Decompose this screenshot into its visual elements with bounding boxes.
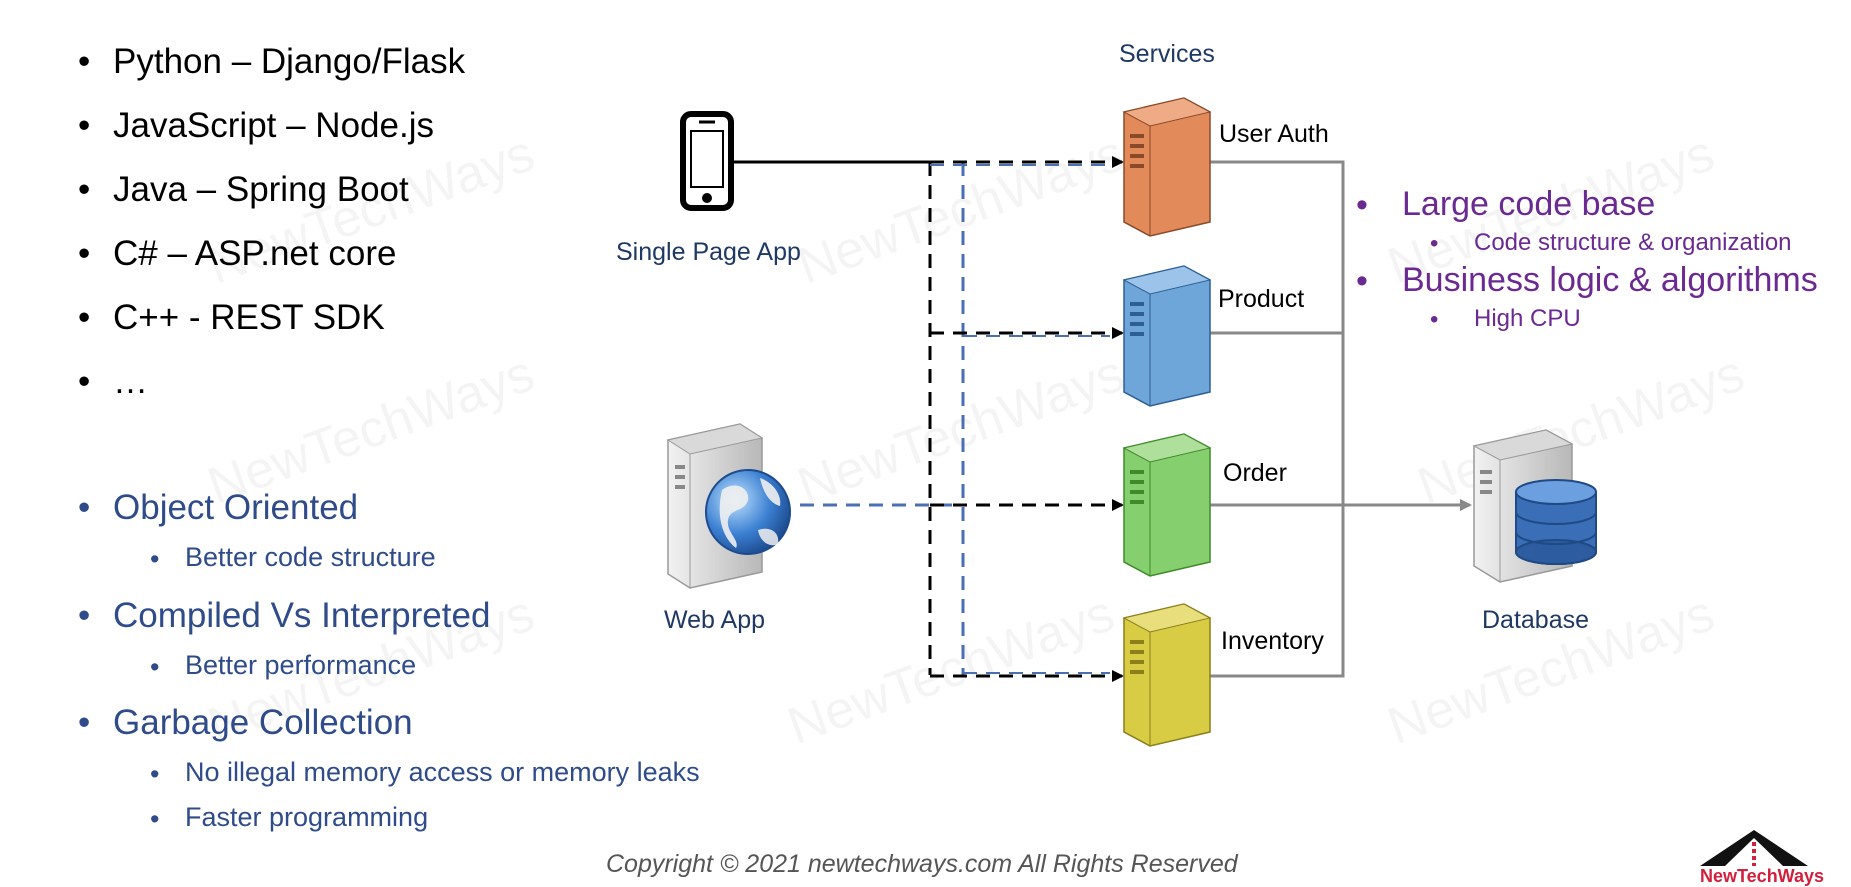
server-inventory-icon: [1122, 603, 1212, 747]
logo-text: NewTechWays: [1700, 866, 1825, 886]
bullet: •: [78, 596, 91, 635]
sub-bullet: •: [1430, 306, 1439, 333]
concern-sub: Code structure & organization: [1474, 229, 1792, 256]
database-connectors: [1210, 160, 1472, 678]
bullet: •: [78, 488, 91, 527]
language-item: …: [113, 362, 148, 401]
sub-bullet: •: [150, 759, 160, 789]
feature-title: Compiled Vs Interpreted: [113, 596, 491, 635]
server-user-auth-icon: [1122, 97, 1212, 237]
sub-bullet: •: [1430, 230, 1439, 257]
bullet: •: [1356, 186, 1368, 224]
bullet: •: [78, 106, 91, 145]
phone-icon: [680, 111, 734, 211]
service-label-inventory: Inventory: [1221, 627, 1324, 655]
language-item: C# – ASP.net core: [113, 234, 397, 273]
bullet: •: [1356, 262, 1368, 300]
language-item: Python – Django/Flask: [113, 42, 466, 81]
feature-sub: No illegal memory access or memory leaks: [185, 757, 700, 787]
feature-sub: Better code structure: [185, 542, 436, 572]
database-label: Database: [1482, 606, 1590, 634]
service-label-order: Order: [1223, 459, 1287, 487]
sub-bullet: •: [150, 804, 160, 834]
connector-lines: [732, 156, 1124, 682]
database-icon: [1515, 479, 1597, 565]
feature-sub: Faster programming: [185, 802, 429, 832]
client-label-spa: Single Page App: [616, 238, 801, 266]
bullet: •: [78, 42, 91, 81]
language-item: Java – Spring Boot: [113, 170, 409, 209]
language-item: C++ - REST SDK: [113, 298, 385, 337]
copyright-text: Copyright © 2021 newtechways.com All Rig…: [606, 850, 1238, 878]
language-item: JavaScript – Node.js: [113, 106, 434, 145]
bullet: •: [78, 703, 91, 742]
feature-title: Garbage Collection: [113, 703, 413, 742]
concern-title: Large code base: [1402, 185, 1656, 223]
server-order-icon: [1122, 433, 1212, 577]
concern-sub: High CPU: [1474, 305, 1581, 332]
concern-title: Business logic & algorithms: [1402, 261, 1818, 299]
server-product-icon: [1122, 265, 1212, 407]
client-label-web: Web App: [664, 606, 766, 634]
service-label-product: Product: [1218, 285, 1305, 313]
sub-bullet: •: [150, 652, 160, 682]
web-server-globe-icon: [666, 423, 791, 589]
bullet: •: [78, 362, 91, 401]
bullet: •: [78, 234, 91, 273]
newtechways-logo-icon: [1700, 830, 1808, 866]
feature-sub: Better performance: [185, 650, 417, 680]
feature-title: Object Oriented: [113, 488, 359, 527]
bullet: •: [78, 170, 91, 209]
services-title: Services: [1119, 40, 1215, 68]
service-label-user-auth: User Auth: [1219, 120, 1329, 148]
bullet: •: [78, 298, 91, 337]
sub-bullet: •: [150, 544, 160, 574]
